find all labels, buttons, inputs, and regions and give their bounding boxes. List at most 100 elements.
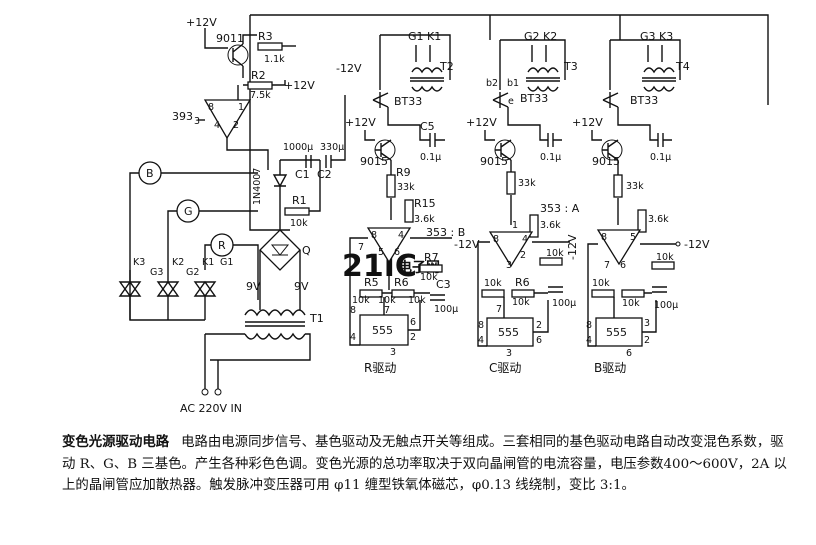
wire	[415, 45, 431, 62]
ch-r-timer: 555	[372, 324, 393, 337]
b1-label: b1	[507, 78, 519, 89]
pulse-transformer-t3	[527, 67, 559, 74]
ch-c-timer: 555	[498, 326, 519, 339]
k2-label: K2	[172, 257, 184, 268]
resistor-r7	[419, 264, 443, 273]
ch-c-p1: 1	[512, 220, 518, 231]
minus12-label-top: -12V	[336, 62, 362, 75]
diode-label: 1N4007	[252, 168, 263, 205]
c3-name: C3	[436, 278, 451, 291]
core	[526, 77, 560, 82]
transistor-body	[232, 43, 244, 67]
channel-r-driver: G1 K1 T2 BT33 +12V C5 0.1μ 9015 R9 33k R…	[345, 30, 480, 375]
ch-c-p2: 2	[520, 250, 526, 261]
ch-c-r10k: 10k	[546, 248, 564, 259]
ch-c-t4: 4	[478, 335, 484, 346]
t1-label: T1	[309, 312, 324, 325]
t3-primary	[527, 85, 559, 92]
ch-b-timer: 555	[606, 326, 627, 339]
r3-name: R3	[258, 30, 273, 43]
triac-k3	[118, 270, 142, 320]
bridge-diode	[270, 244, 290, 256]
ch-b-p8: 8	[601, 232, 607, 243]
ch-c-r6-val: 10k	[512, 297, 530, 308]
ch-b-r10k-b: 10k	[592, 278, 610, 289]
ch-c-amp: 353 : A	[540, 202, 580, 215]
resistor-10k-c-b	[481, 289, 505, 298]
ch-b-rval: 33k	[626, 181, 644, 192]
resistor-10k-b	[651, 261, 675, 270]
t1-9v-right: 9V	[294, 280, 309, 293]
ch-r-t2: 7	[384, 305, 390, 316]
r1-value: 10k	[290, 218, 308, 229]
resistor-33k-c	[506, 171, 516, 195]
ch-c-p7: 7	[496, 304, 502, 315]
plus12-label-b: +12V	[284, 79, 315, 92]
g1-label: G1	[220, 257, 233, 268]
ch-r-q: 9015	[360, 155, 388, 168]
opamp-353-r	[366, 227, 412, 264]
t1-9v-left: 9V	[246, 280, 261, 293]
t2-primary	[411, 85, 443, 92]
circuit-schematic: 21IC 电子网 +12V 9011 R3 1.1k R2 7.5k +12V …	[118, 14, 769, 415]
ch-c-r10k-b: 10k	[484, 278, 502, 289]
r9-name: R9	[396, 166, 411, 179]
transistor-body	[375, 139, 392, 161]
ch-c-p4: 4	[522, 234, 528, 245]
ch-b-plus12: +12V	[572, 116, 603, 129]
r1-name: R1	[292, 194, 307, 207]
wire	[259, 290, 301, 310]
wire	[259, 215, 301, 290]
ch-r-amp: 353 : B	[426, 226, 465, 239]
c1-name: C1	[295, 168, 310, 181]
ch-r-t6: 2	[410, 332, 416, 343]
ch-c-rhi: 3.6k	[540, 220, 561, 231]
transistor-9011	[227, 44, 249, 66]
ch-r-t1: 8	[350, 305, 356, 316]
wire	[379, 34, 451, 90]
resistor-3.6k-b	[637, 209, 647, 233]
r2-name: R2	[251, 69, 266, 82]
ch-b-minus12: -12V	[684, 238, 710, 251]
pin8: 8	[208, 102, 214, 113]
wire	[309, 200, 321, 212]
ch-c-minus12: -12V	[566, 234, 579, 260]
ch-r-p7: 7	[358, 242, 364, 253]
ch-c-q: 9015	[480, 155, 508, 168]
transformer-t1-core	[245, 321, 305, 327]
ch-b-ujt: BT33	[630, 94, 658, 107]
bridge-rectifier-q	[259, 229, 301, 271]
ch-c-t2: 2	[536, 320, 542, 331]
wire	[382, 262, 430, 294]
wire	[587, 243, 676, 300]
pin1: 1	[238, 102, 244, 113]
core	[410, 77, 444, 82]
c3-value: 100μ	[434, 304, 458, 315]
ujt-bt33-c	[492, 92, 509, 108]
ch-c-t8: 8	[478, 320, 484, 331]
resistor-33k-b	[613, 174, 623, 198]
wire	[204, 28, 228, 49]
capacitor-c3	[430, 294, 445, 301]
capacitor-100-c	[534, 286, 563, 294]
wire	[364, 107, 430, 141]
ch-b-r10k: 10k	[656, 252, 674, 263]
wire	[499, 39, 566, 90]
r3-value: 1.1k	[264, 54, 285, 65]
ch-r-p8: 8	[371, 230, 377, 241]
r2-value: 7.5k	[250, 90, 271, 101]
capacitor-c1	[305, 155, 312, 168]
ch-c-r6-name: R6	[515, 276, 530, 289]
ch-c-p3: 3	[506, 260, 512, 271]
g3-label: G3	[150, 267, 163, 278]
ch-r-t3: 3	[390, 347, 396, 358]
t3-label: T3	[563, 60, 578, 73]
ch-r-minus12: -12V	[454, 238, 480, 251]
capacitor-c2	[325, 95, 346, 168]
resistor-r1	[284, 207, 310, 216]
caption-title: 变色光源驱动电路	[62, 435, 170, 450]
ch-b-cval: 0.1μ	[650, 152, 671, 163]
lamp-wires	[161, 172, 259, 300]
sync-section: +12V 9011 R3 1.1k R2 7.5k +12V 8 1 4 2 3…	[172, 16, 362, 415]
capacitor-c-0.1	[547, 133, 562, 147]
